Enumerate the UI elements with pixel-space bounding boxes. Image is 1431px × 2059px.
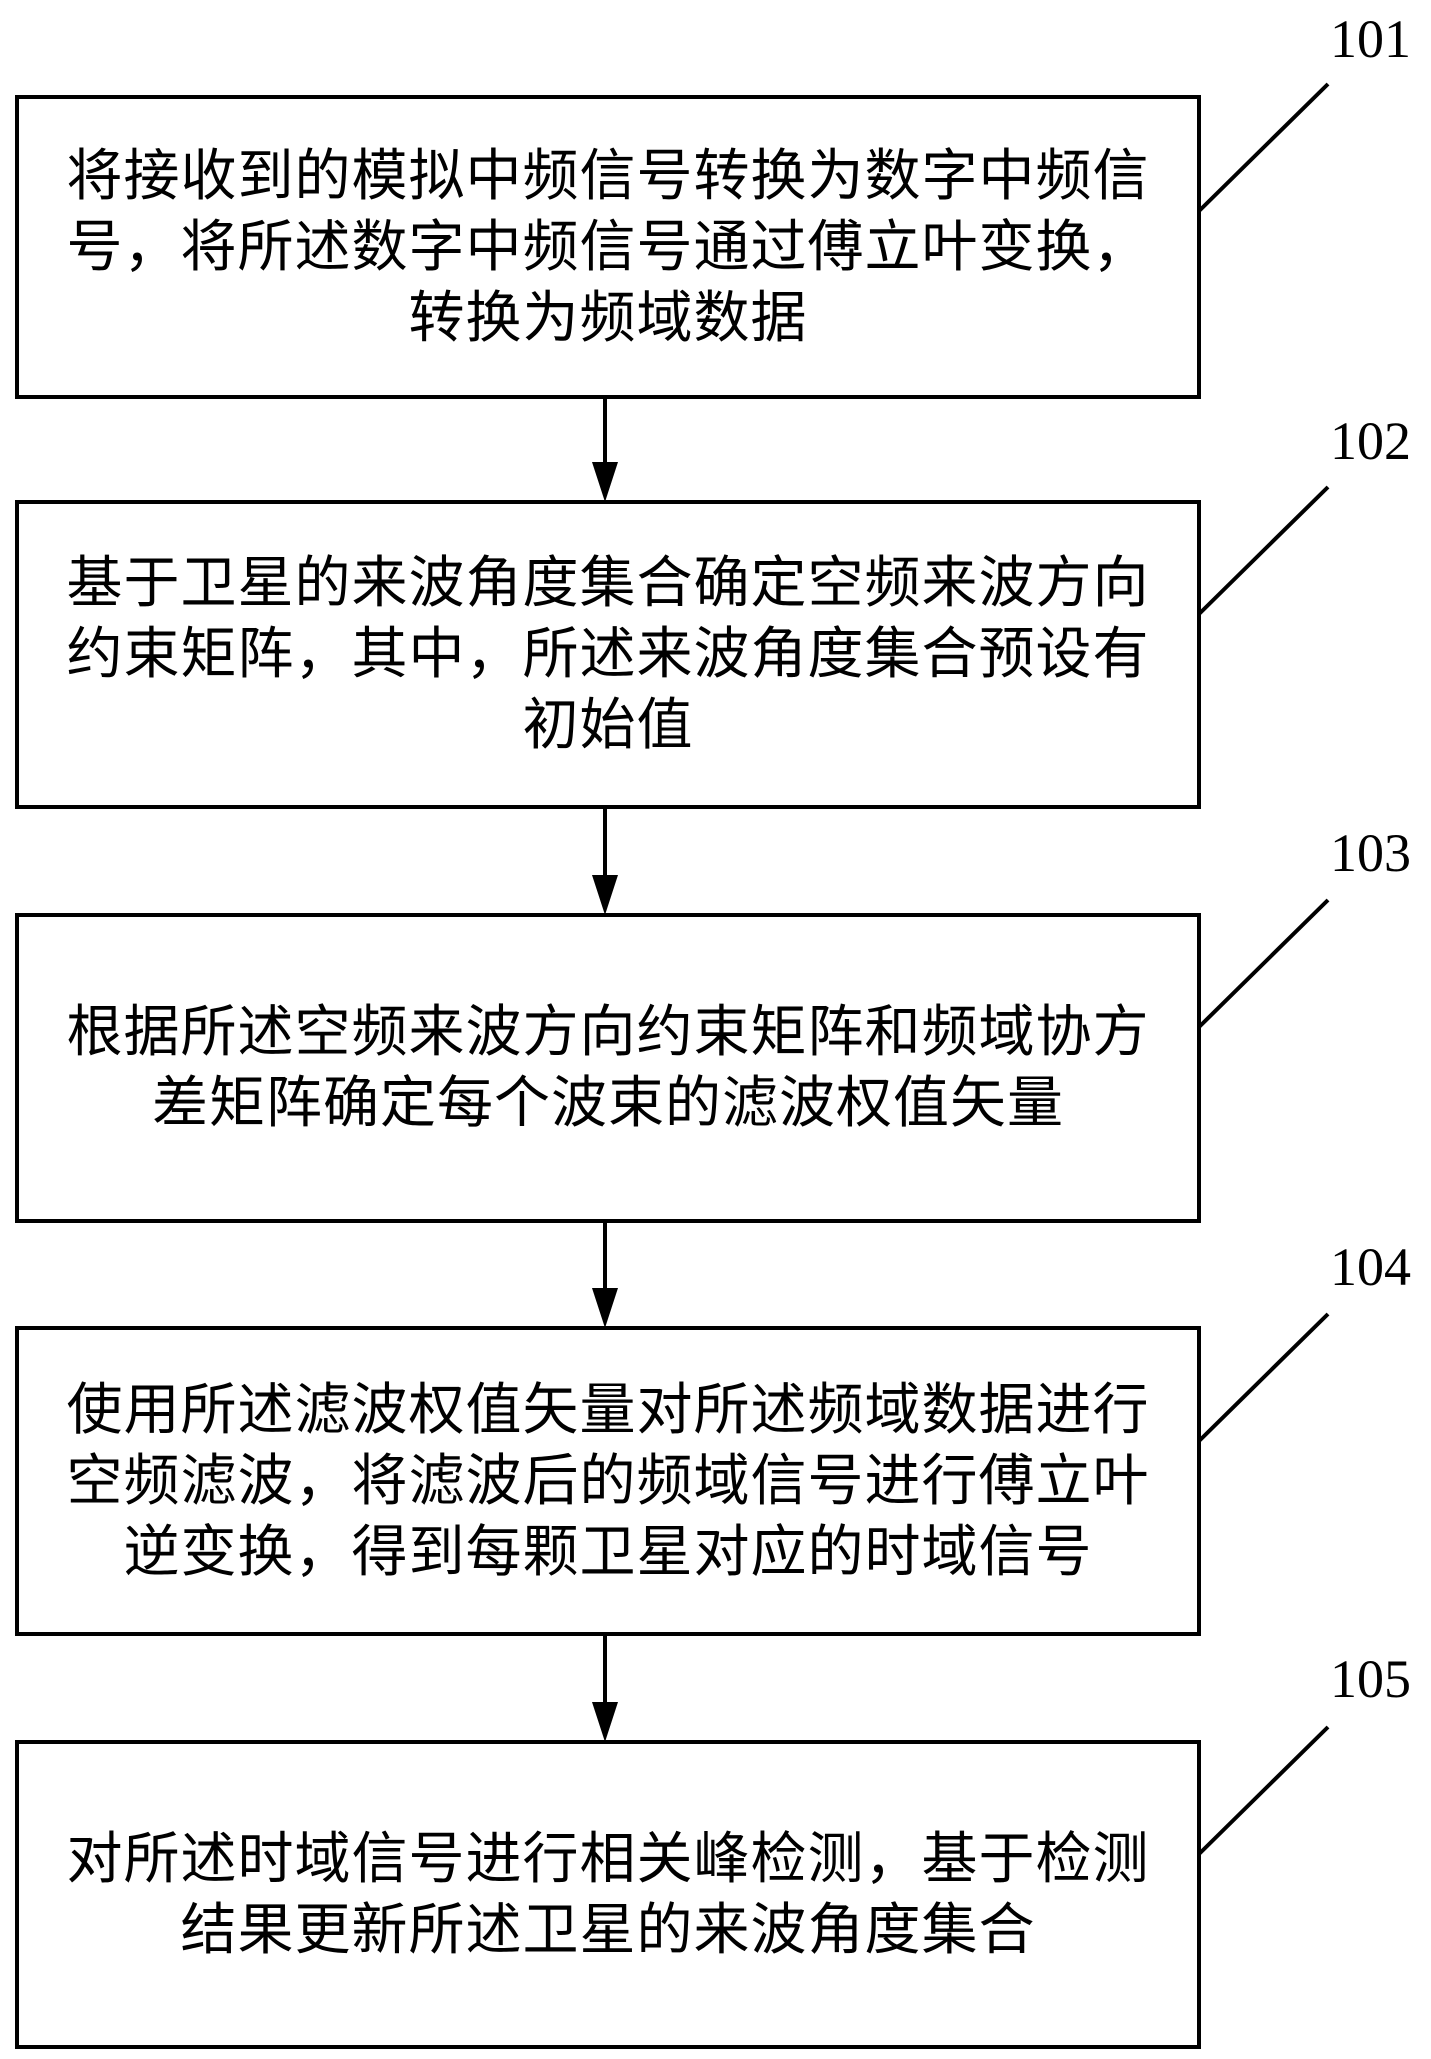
step-label-105: 105 [1330, 1649, 1411, 1709]
arrowhead-icon [592, 875, 618, 915]
step-text: 基于卫星的来波角度集合确定空频来波方向约束矩阵，其中，所述来波角度集合预设有初始… [66, 551, 1150, 758]
step-label-104: 104 [1330, 1237, 1411, 1297]
step-label-103: 103 [1330, 823, 1411, 883]
arrow-102-103 [592, 809, 618, 915]
step-text: 对所述时域信号进行相关峰检测，基于检测结果更新所述卫星的来波角度集合 [66, 1826, 1150, 1963]
leader-line-103 [1195, 898, 1330, 1031]
step-box-101: 将接收到的模拟中频信号转换为数字中频信号，将所述数字中频信号通过傅立叶变换，转换… [15, 95, 1201, 399]
step-text: 使用所述滤波权值矢量对所述频域数据进行空频滤波，将滤波后的频域信号进行傅立叶逆变… [66, 1377, 1150, 1585]
step-label-101: 101 [1330, 9, 1411, 69]
leader-line-102 [1195, 485, 1330, 618]
step-box-104: 使用所述滤波权值矢量对所述频域数据进行空频滤波，将滤波后的频域信号进行傅立叶逆变… [15, 1326, 1201, 1636]
leader-line-105 [1195, 1725, 1330, 1858]
leader-line-104 [1195, 1312, 1330, 1445]
step-box-103: 根据所述空频来波方向约束矩阵和频域协方差矩阵确定每个波束的滤波权值矢量 [15, 913, 1201, 1223]
step-text: 根据所述空频来波方向约束矩阵和频域协方差矩阵确定每个波束的滤波权值矢量 [66, 1000, 1150, 1136]
step-box-105: 对所述时域信号进行相关峰检测，基于检测结果更新所述卫星的来波角度集合 [15, 1740, 1201, 2049]
arrowhead-icon [592, 1288, 618, 1328]
arrow-101-102 [592, 399, 618, 502]
arrowhead-icon [592, 1702, 618, 1742]
step-label-102: 102 [1330, 411, 1411, 471]
arrow-104-105 [592, 1636, 618, 1742]
arrow-103-104 [592, 1223, 618, 1328]
step-box-102: 基于卫星的来波角度集合确定空频来波方向约束矩阵，其中，所述来波角度集合预设有初始… [15, 500, 1201, 809]
leader-line-101 [1195, 82, 1330, 215]
step-text: 将接收到的模拟中频信号转换为数字中频信号，将所述数字中频信号通过傅立叶变换，转换… [66, 143, 1150, 351]
arrowhead-icon [592, 462, 618, 502]
